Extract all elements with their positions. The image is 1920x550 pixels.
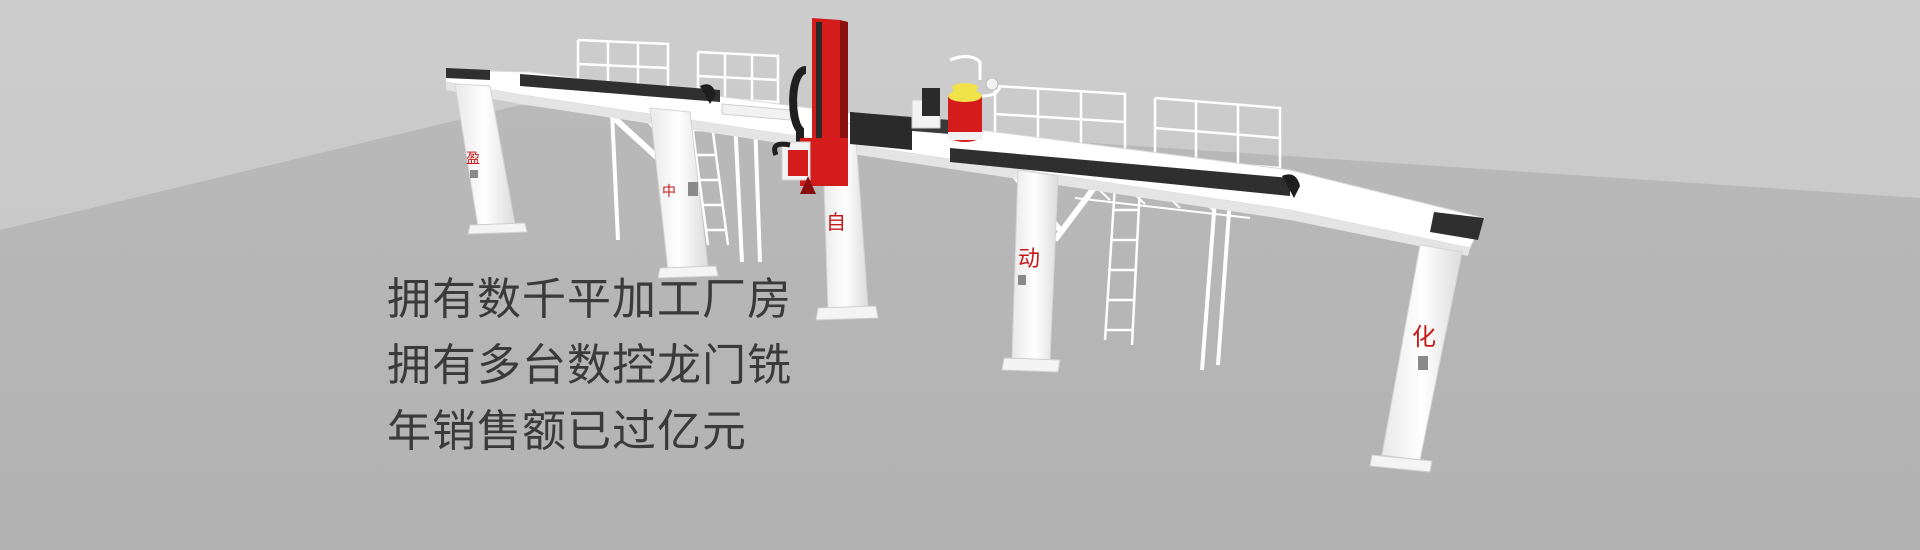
z-axis-tower-side — [840, 20, 848, 152]
slogan-line-2: 拥有多台数控龙门铣 — [387, 340, 792, 391]
z-axis-rail — [816, 22, 822, 146]
pillar-char-1: 盈 — [466, 151, 480, 167]
slogan-list: 拥有数千平加工厂房 拥有多台数控龙门铣 年销售额已过亿元 — [387, 278, 792, 476]
pillar-4-base — [1001, 357, 1061, 373]
pillar-char-3: 自 — [826, 210, 846, 234]
pillar-char-2: 中 — [662, 184, 676, 200]
pillar-control-boxes — [470, 170, 1428, 370]
end-stop-right — [1282, 174, 1300, 198]
pillar-char-4: 动 — [1018, 247, 1040, 272]
slogan-line-1: 拥有数千平加工厂房 — [387, 274, 792, 325]
support-legs — [610, 111, 1232, 371]
pillar-2-base — [657, 265, 719, 279]
pillar-1-base — [467, 222, 528, 235]
drum-module — [911, 55, 1002, 142]
gripper — [788, 150, 808, 176]
carriage-block — [850, 112, 912, 150]
gantry-beam-underside — [446, 82, 1470, 256]
gripper-hose — [772, 141, 791, 156]
rail-cover-left — [520, 74, 720, 102]
slogan-line-3: 年销售额已过亿元 — [387, 406, 747, 457]
pillar-char-5: 化 — [1412, 323, 1436, 351]
end-stop-left — [700, 84, 716, 104]
rail-cover-right-end — [1430, 212, 1484, 240]
rail-cover-left-end — [446, 68, 490, 80]
pillar-3-base — [815, 305, 879, 321]
ladder-right — [1103, 184, 1142, 346]
cable-loop — [789, 66, 808, 150]
gripper-tip — [800, 176, 816, 194]
rail-cover-right — [950, 148, 1290, 196]
bellows-left — [721, 103, 791, 121]
pillar-5-base — [1369, 454, 1433, 473]
